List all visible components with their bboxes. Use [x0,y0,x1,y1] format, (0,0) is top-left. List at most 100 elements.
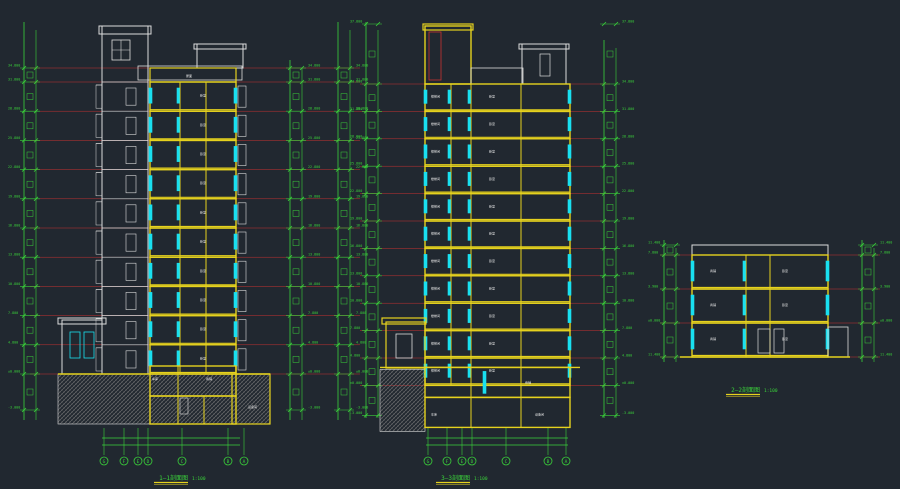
inner-glass [467,171,471,186]
elevation-label: ±0.000 [648,319,660,323]
elevation-label: 11.400 [880,241,892,245]
elevation-side-balcony [237,173,247,196]
elevation-label: 31.800 [8,78,20,82]
dimension-slash [601,355,607,361]
axis-bubble [423,456,433,466]
dimension-marker [26,210,34,217]
dimension-marker [26,356,34,363]
basement-door [179,397,189,415]
roof-label: 屋面 [186,73,192,78]
elevation-window [125,350,137,369]
dimension-slash [673,252,679,258]
elevation-balcony-rail [95,289,103,313]
dimension-marker [292,297,300,305]
elevation-window [125,262,137,281]
inner-glass [467,336,471,351]
elevation-label: 22.800 [356,165,368,169]
dimension-slash [601,136,607,142]
dimension-slash [601,218,607,224]
dimension-marker [292,151,300,159]
window-glass-left [423,171,428,186]
dimension-slash [601,246,607,251]
elevation-label: 22.800 [350,189,362,193]
axis-bubble-label: C [181,459,184,465]
basement-glass [482,371,487,394]
elevation-side-balcony [237,114,247,137]
dimension-slash [363,163,369,169]
dimension-slash [859,252,865,258]
dimension-slash [299,407,305,413]
axis-bubble-label: E [137,459,140,465]
elevation-label: 7.800 [350,326,360,330]
window-glass-right [567,171,572,186]
axis-bubble [177,456,187,466]
window-glass-left [423,281,428,296]
elevation-label: 31.800 [308,78,320,82]
dimension-marker [26,239,34,246]
dimension-slash [335,371,341,377]
dimension-slash [335,407,341,413]
dimension-slash [299,79,305,85]
inner-glass [447,199,451,214]
dimension-slash [859,242,865,248]
dimension-slash [299,284,305,289]
dimension-slash [661,286,667,292]
inner-glass [447,226,451,241]
room-label: 楼梯间 [431,313,440,318]
room-label: 楼梯间 [431,368,440,373]
axis-bubble-label: B [547,459,550,465]
stair-tower-window [428,31,442,81]
dimension-marker [26,268,34,276]
dimension-slash [347,79,353,85]
elevation-label: 4.800 [350,354,360,358]
dimension-slash [347,313,353,318]
dimension-marker [26,71,34,79]
dimension-slash [347,108,353,114]
elevation-label: 11.400 [648,241,660,245]
dimension-slash [661,320,667,326]
elevation-label: 10.800 [350,299,362,303]
dimension-slash [287,284,293,289]
dimension-marker [340,93,348,100]
elevation-label: 19.800 [622,217,634,221]
dimension-slash [21,138,27,143]
dimension-slash [335,138,341,143]
window-glass-right [233,87,238,104]
dimension-marker [368,50,376,58]
dimension-slash [347,167,353,172]
dimension-slash [21,167,27,172]
window-glass-left [423,144,428,159]
elevation-label: 13.800 [622,271,634,275]
dimension-slash [335,108,341,114]
dimension-marker [864,336,872,344]
elevation-balcony-rail [95,172,103,197]
window-glass-left [690,328,695,350]
elevation-label: 3.900 [648,285,658,289]
axis-bubble [543,456,553,466]
room-label: 卧室 [489,149,495,154]
dimension-slash [347,254,353,260]
elevation-label: 4.800 [356,340,366,344]
dimension-marker [26,388,34,396]
inner-glass [447,144,451,159]
elevation-side-balcony [237,231,247,254]
elevation-label: ±0.000 [880,319,892,323]
axis-bubble-label: G [103,459,106,465]
entrance-door-left [69,331,81,359]
dimension-slash [33,407,39,413]
elevation-balcony-rail [95,201,103,226]
dimension-marker [606,121,614,129]
dimension-slash [363,218,369,224]
window-glass-left [690,294,695,316]
dimension-marker [666,246,674,254]
dimension-marker [292,71,300,79]
dimension-column-right-1: 34.80031.80028.80025.80022.80019.80016.8… [286,60,320,420]
room-label: 卧室 [200,209,206,214]
dimension-slash [347,284,353,289]
elevation-label: 4.800 [308,340,318,344]
inner-glass [742,260,746,282]
axis-bubble-label: D [147,459,150,465]
